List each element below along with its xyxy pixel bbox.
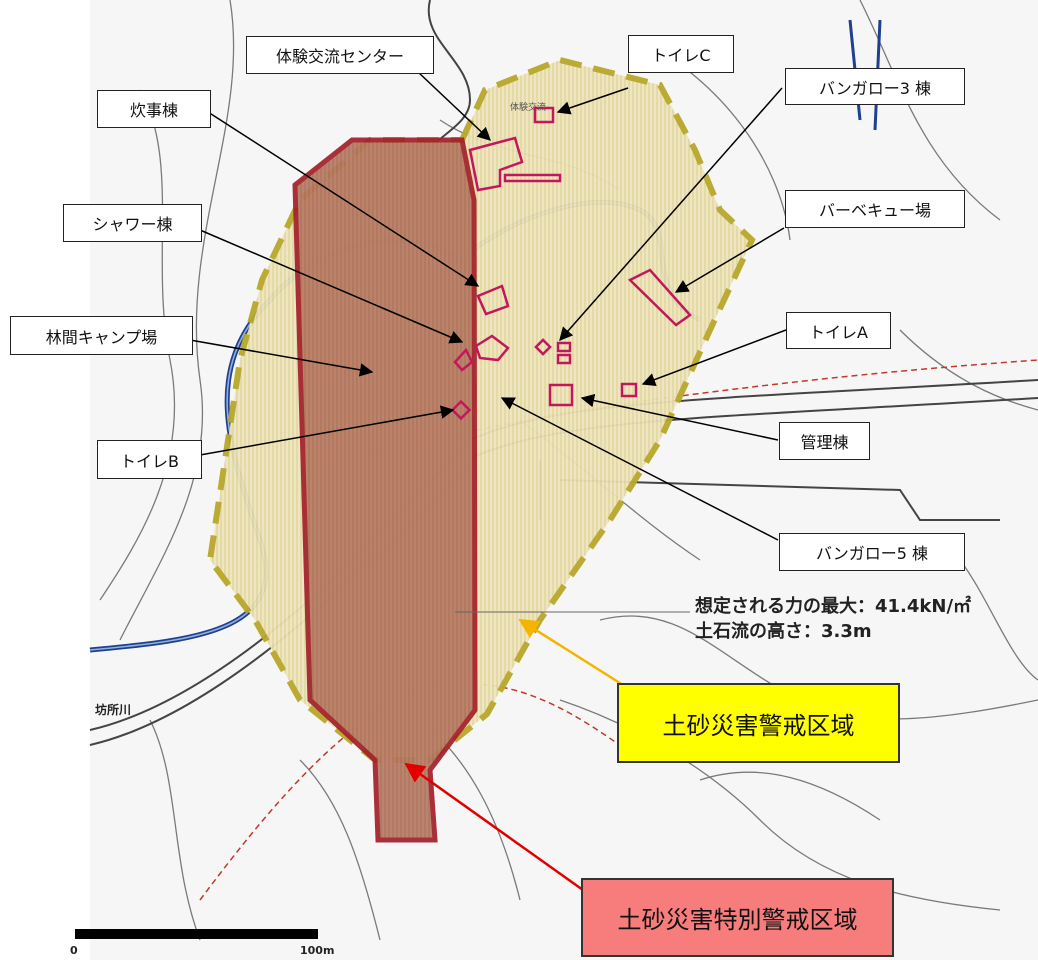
map-small-text: 体験交流 xyxy=(510,101,546,113)
scale-end-label: 100m xyxy=(300,944,335,957)
label-shower: シャワー棟 xyxy=(63,204,202,242)
label-suijito: 炊事棟 xyxy=(97,90,211,128)
leader-lines xyxy=(189,71,787,541)
label-camp: 林間キャンプ場 xyxy=(10,316,193,355)
special-arrow xyxy=(404,762,584,892)
special-warning-zone xyxy=(292,137,478,843)
label-toilet-a: トイレA xyxy=(786,312,891,349)
label-bungalow5: バンガロー5 棟 xyxy=(779,533,965,571)
label-toilet-b: トイレB xyxy=(97,440,202,479)
label-kanri: 管理棟 xyxy=(779,422,870,460)
annotation-force: 想定される力の最大：41.4kN/㎡ xyxy=(695,596,972,617)
label-bungalow3: バンガロー3 棟 xyxy=(785,68,965,105)
river-label: 坊所川 xyxy=(95,703,132,717)
buildings xyxy=(450,106,692,421)
label-bbq: バーベキュー場 xyxy=(785,190,965,228)
label-toilet-c: トイレC xyxy=(628,35,734,73)
label-taiken-center: 体験交流センター xyxy=(246,36,434,74)
boundary-line-lower xyxy=(199,683,641,901)
legend-warning-zone: 土砂災害警戒区域 xyxy=(617,683,900,763)
legend-special-zone: 土砂災害特別警戒区域 xyxy=(581,878,894,957)
annotation-height: 土石流の高さ：3.3m xyxy=(695,621,872,642)
scale-bar xyxy=(75,929,318,939)
scale-start-label: 0 xyxy=(70,944,78,957)
